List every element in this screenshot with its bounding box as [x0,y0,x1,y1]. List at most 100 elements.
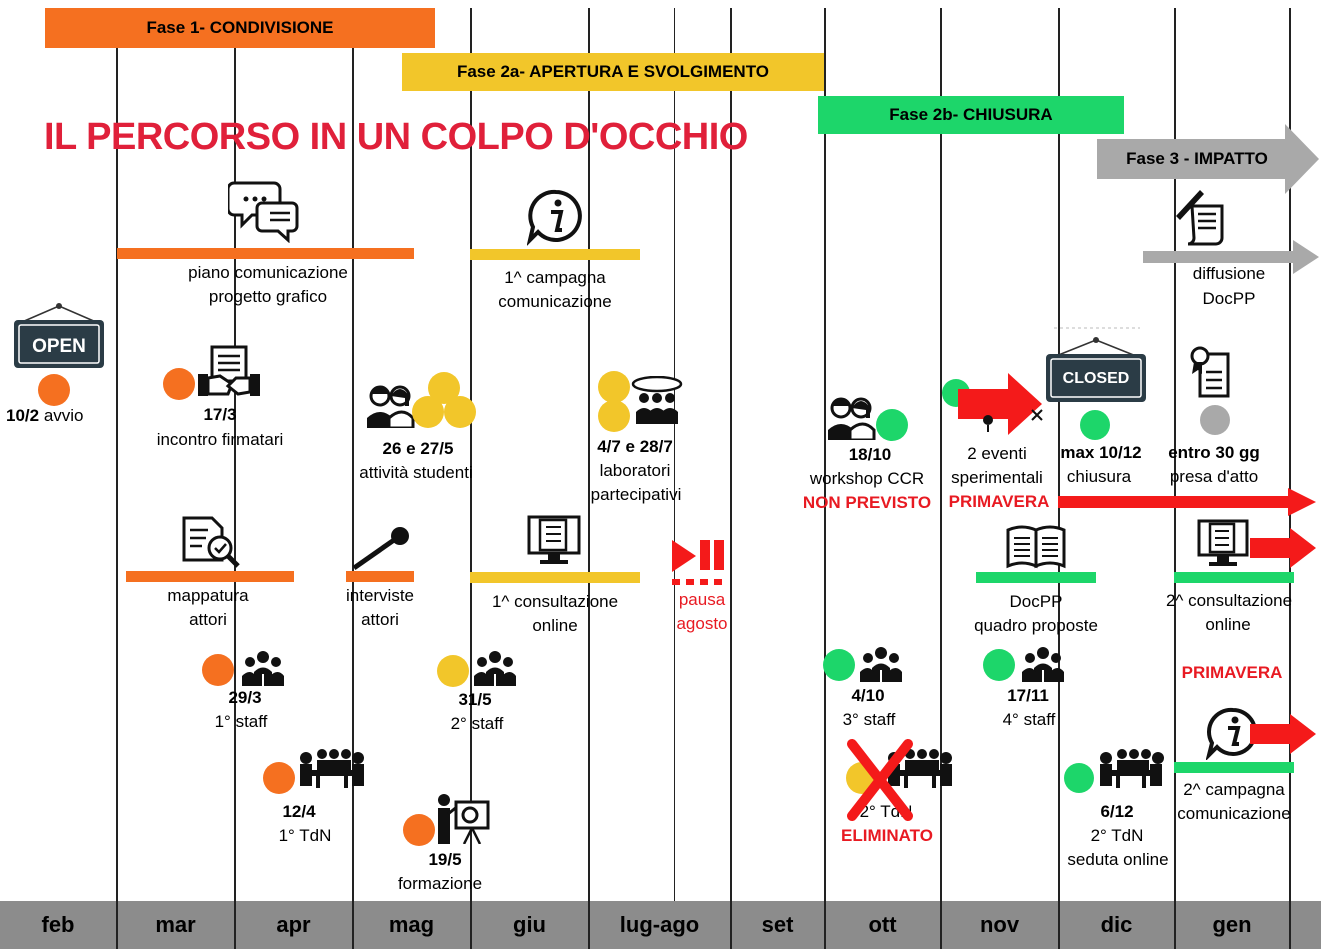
month-mar: mar [155,912,196,937]
month-separator [588,901,590,949]
laboratori-dot-1 [598,371,630,403]
staff-3-dot [823,649,855,681]
phase-2b-label: Fase 2b- CHIUSURA [889,105,1053,124]
interviste-bar [346,571,414,582]
staff-2-date: 31/5 [458,690,492,709]
pause-icon [672,540,726,585]
document-search-icon [182,516,240,568]
tdn-online-label-2: seduta online [1067,850,1169,869]
avvio-text: avvio [39,406,84,425]
grid-line [674,8,675,901]
pausa-label-2: agosto [676,614,728,633]
open-book-icon [1006,525,1066,569]
meeting-table-icon [300,749,364,788]
experiment-icon [983,409,1043,432]
month-gen: gen [1212,912,1252,937]
staff-1-label: 1° staff [214,712,268,731]
diffusione-arrow [1143,240,1319,274]
campagna-1-label-2: comunicazione [498,292,612,311]
docpp-label-2: quadro proposte [974,616,1098,635]
phase-1-bar: Fase 1- CONDIVISIONE [45,8,435,48]
open-sign-text: OPEN [32,336,86,357]
grid-line [588,8,590,901]
workshop-dot [876,409,908,441]
mappatura-label-1: mappatura [167,586,249,605]
grid-line [352,8,354,901]
tdn-2-note: ELIMINATO [841,826,933,845]
staff-group-icon [242,651,284,686]
students-icon-2 [828,397,876,440]
info-icon [527,189,582,246]
grid-line [116,8,118,901]
laboratori-date: 4/7 e 28/7 [597,437,673,456]
chat-bubbles-icon [228,181,299,243]
pausa-label-1: pausa [678,590,726,609]
month-separator [352,901,354,949]
consultazione-2-bar [1174,572,1294,583]
tdn-online-date: 6/12 [1100,802,1134,821]
laboratori-dot-2 [598,400,630,432]
month-separator [470,901,472,949]
consultazione-1-label-1: 1^ consultazione [491,592,619,611]
interviste-label-2: attori [361,610,399,629]
phase-2b-bar: Fase 2b- CHIUSURA [818,96,1124,134]
interviste-label-1: interviste [345,586,415,605]
studenti-dot-2 [412,396,444,428]
staff-group-icon-4 [1022,647,1064,682]
workshop-date: 18/10 [848,445,892,464]
campagna-2-label-2: comunicazione [1177,804,1291,823]
presa-atto-dot [1200,405,1230,435]
phase-2a-label: Fase 2a- APERTURA E SVOLGIMENTO [456,62,770,81]
red-x-icon [847,739,913,821]
red-right-arrow [958,373,1042,435]
handshake-document-icon [198,345,260,396]
month-separator [940,901,942,949]
tdn-online-label-1: 2° TdN [1090,826,1144,845]
consultazione-2-label-2: online [1205,615,1251,634]
brainstorm-group-icon [631,376,683,424]
avvio-date: 10/2 [6,406,40,425]
month-giu: giu [513,912,546,937]
month-apr: apr [276,912,311,937]
avvio-dot [38,374,70,406]
tdn-online-dot [1064,763,1094,793]
students-icon [367,385,415,428]
diffusione-docpp-label: DocPP [1202,289,1256,308]
month-axis [0,901,1321,949]
phase-3-label: Fase 3 - IMPATTO [1126,149,1268,168]
consultazione-2-label-1: 2^ consultazione [1165,591,1293,610]
formazione-dot [403,814,435,846]
grid-line [1174,8,1176,901]
month-separator [1289,901,1291,949]
presa-atto-label: presa d'atto [1169,467,1259,486]
month-set: set [761,912,794,937]
month-mag: mag [388,912,435,937]
closed-sign-text: CLOSED [1062,370,1130,387]
certificate-icon [1190,346,1230,398]
campagna-1-bar [470,249,640,260]
computer-form-icon-2 [1197,519,1249,566]
grid-line [940,8,942,901]
month-separator [1058,901,1060,949]
staff-2-label: 2° staff [450,714,504,733]
microphone-icon [352,527,409,571]
campagna-2-bar [1174,762,1294,773]
grid-line [824,8,826,901]
document-quill-icon [1176,190,1224,246]
staff-2-dot [437,655,469,687]
staff-4-date: 17/11 [1007,686,1049,705]
workshop-note: NON PREVISTO [802,493,932,512]
staff-1-date: 29/3 [228,688,262,707]
staff-group-icon-3 [860,647,902,682]
red-right-arrow-3 [1250,714,1316,754]
sperimentali-note: PRIMAVERA [948,492,1050,511]
month-separator [1174,901,1176,949]
page-title: IL PERCORSO IN UN COLPO D'OCCHIO [44,116,748,158]
avvio-label: 10/2 avvio [6,404,84,428]
workshop-label: workshop CCR [809,469,925,488]
campagna-1-label-1: 1^ campagna [504,268,606,287]
staff-4-dot [983,649,1015,681]
staff-group-icon-2 [474,651,516,686]
computer-form-icon [527,515,581,564]
docpp-label-1: DocPP [1009,592,1063,611]
